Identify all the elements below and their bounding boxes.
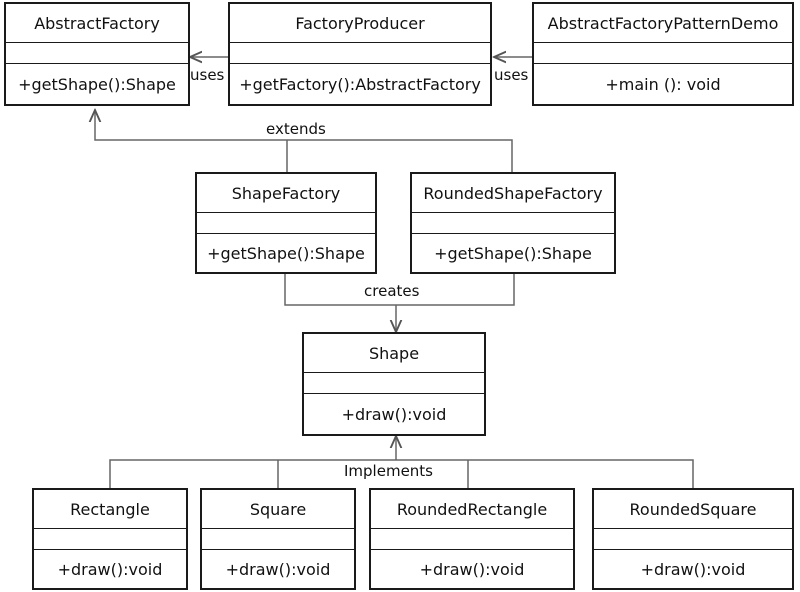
class-attributes [412,213,614,234]
class-name: Square [202,490,354,529]
class-attributes [534,43,792,64]
class-attributes [202,529,354,550]
creates-connector [284,274,515,332]
class-rounded-square: RoundedSquare +draw():void [592,488,794,590]
class-attributes [230,43,490,64]
uses-label-1: uses [190,66,225,84]
class-operation: +getShape():Shape [207,243,365,263]
class-rounded-rectangle: RoundedRectangle +draw():void [369,488,575,590]
class-attributes [34,529,186,550]
class-attributes [594,529,792,550]
class-rounded-shape-factory: RoundedShapeFactory +getShape():Shape [410,172,616,274]
class-operation: +draw():void [57,559,163,579]
implements-connector [109,436,694,488]
class-name: RoundedSquare [594,490,792,529]
class-operation: +main (): void [605,74,721,94]
extends-connector [95,110,513,172]
class-factory-producer: FactoryProducer +getFactory():AbstractFa… [228,2,492,106]
class-name: AbstractFactory [6,4,188,43]
class-square: Square +draw():void [200,488,356,590]
class-attributes [6,43,188,64]
class-name: RoundedRectangle [371,490,573,529]
class-attributes [197,213,375,234]
class-rectangle: Rectangle +draw():void [32,488,188,590]
class-attributes [304,373,484,394]
class-abstract-factory: AbstractFactory +getShape():Shape [4,2,190,106]
class-shape: Shape +draw():void [302,332,486,436]
implements-label: Implements [342,462,435,480]
class-name: ShapeFactory [197,174,375,213]
class-name: RoundedShapeFactory [412,174,614,213]
class-operation: +draw():void [419,559,525,579]
class-name: Shape [304,334,484,373]
class-name: Rectangle [34,490,186,529]
class-operation: +draw():void [225,559,331,579]
class-operation: +draw():void [341,404,447,424]
class-attributes [371,529,573,550]
class-operation: +getShape():Shape [434,243,592,263]
class-name: FactoryProducer [230,4,490,43]
class-abstract-factory-pattern-demo: AbstractFactoryPatternDemo +main (): voi… [532,2,794,106]
class-operation: +getFactory():AbstractFactory [239,74,481,94]
uses-label-2: uses [494,66,529,84]
class-name: AbstractFactoryPatternDemo [534,4,792,43]
creates-label: creates [362,282,422,300]
class-operation: +getShape():Shape [18,74,176,94]
class-shape-factory: ShapeFactory +getShape():Shape [195,172,377,274]
class-operation: +draw():void [640,559,746,579]
extends-label: extends [264,120,328,138]
